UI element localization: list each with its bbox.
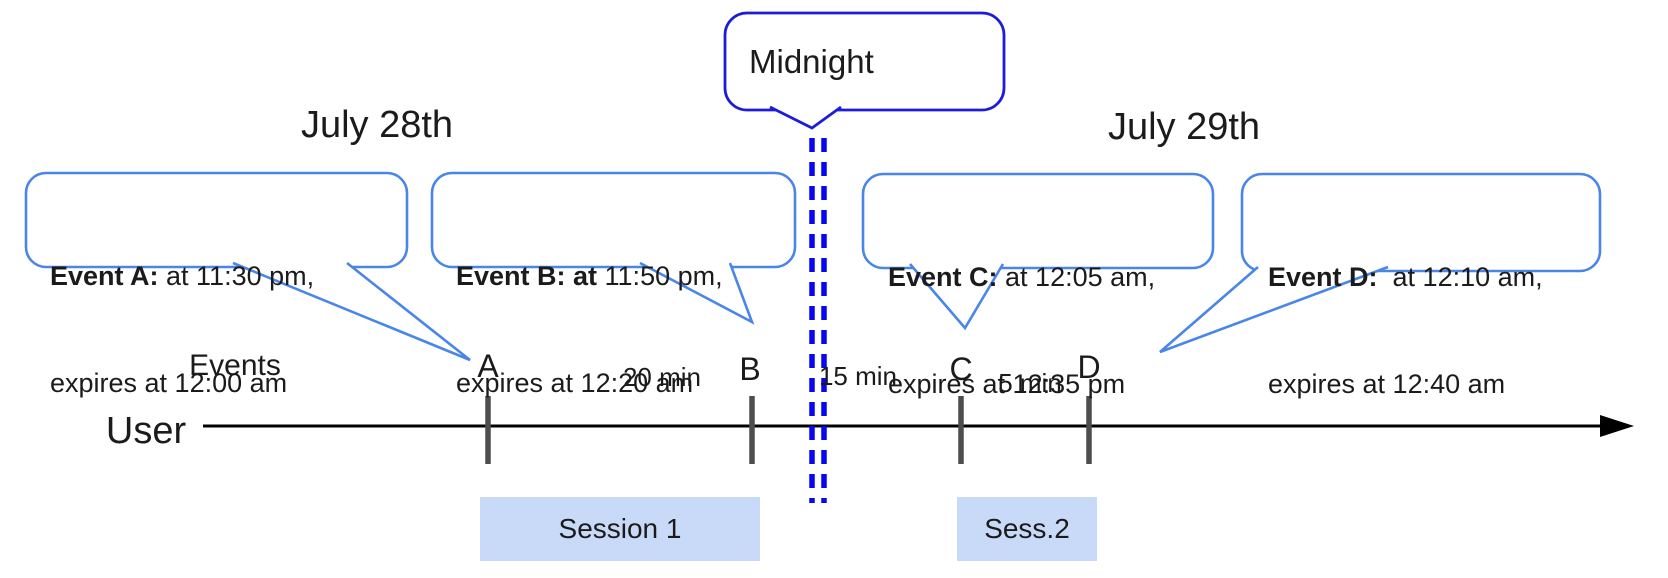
event-b-tail [639,261,755,325]
event-a-time: at 11:30 pm, [158,261,315,291]
session-1-box: Session 1 [480,497,760,561]
session-2-label: Sess.2 [984,513,1070,544]
event-a-callout-text: Event A: at 11:30 pm, expires at 12:00 a… [50,188,314,472]
event-a-line2: expires at 12:00 am [50,367,288,398]
event-b-title: Event B: at [456,261,598,291]
event-c-time: at 12:05 am, [997,262,1156,292]
event-b-callout-text: Event B: at 11:50 pm, expires at 12:20 a… [456,188,723,472]
session-2-box: Sess.2 [957,497,1097,561]
tick-label-a: A [477,348,499,384]
day-header-july-29: July 29th [1107,106,1261,148]
event-b-bubble [430,171,797,269]
event-a-title: Event A: [50,261,159,291]
event-c-callout-text: Event C: at 12:05 am, expires at 12:35 p… [888,189,1155,473]
event-c-line2: expires at 12:35 pm [888,368,1126,399]
event-d-line2: expires at 12:40 am [1268,368,1506,399]
event-c-title: Event C: [888,262,998,292]
event-d-title: Event D: [1268,262,1378,292]
event-d-bubble [1240,172,1602,273]
event-d-time: at 12:10 am, [1377,262,1543,292]
midnight-bubble-tail [769,105,842,130]
day-header-july-28: July 28th [300,104,454,146]
event-b-line1: Event B: at 11:50 pm, [456,259,723,295]
event-b-time: 11:50 pm, [597,261,723,291]
event-c-tail [909,263,1005,331]
event-b-line2: expires at 12:20 am [456,367,694,398]
interval-label-15min: 15 min [818,361,898,391]
event-d-tail [1159,265,1389,354]
midnight-bubble [723,11,1006,112]
session-1-label: Session 1 [558,513,682,544]
events-row-label: Events [189,349,281,382]
event-a-line1: Event A: at 11:30 pm, [50,259,314,295]
timeline-arrowhead [1600,415,1634,437]
tick-label-b: B [739,351,761,387]
event-a-tail [232,261,471,362]
event-d-callout-text: Event D: at 12:10 am, expires at 12:40 a… [1268,189,1543,473]
event-c-line1: Event C: at 12:05 am, [888,260,1155,296]
interval-label-5min: 5 min [998,368,1062,398]
tick-label-c: C [949,351,973,387]
event-a-bubble [24,171,409,269]
interval-label-20min: 20 min [622,362,702,392]
user-row-label: User [105,410,187,452]
tick-label-d: D [1077,349,1101,385]
event-c-bubble [861,172,1215,270]
midnight-label: Midnight [749,43,874,80]
event-d-line1: Event D: at 12:10 am, [1268,260,1543,296]
